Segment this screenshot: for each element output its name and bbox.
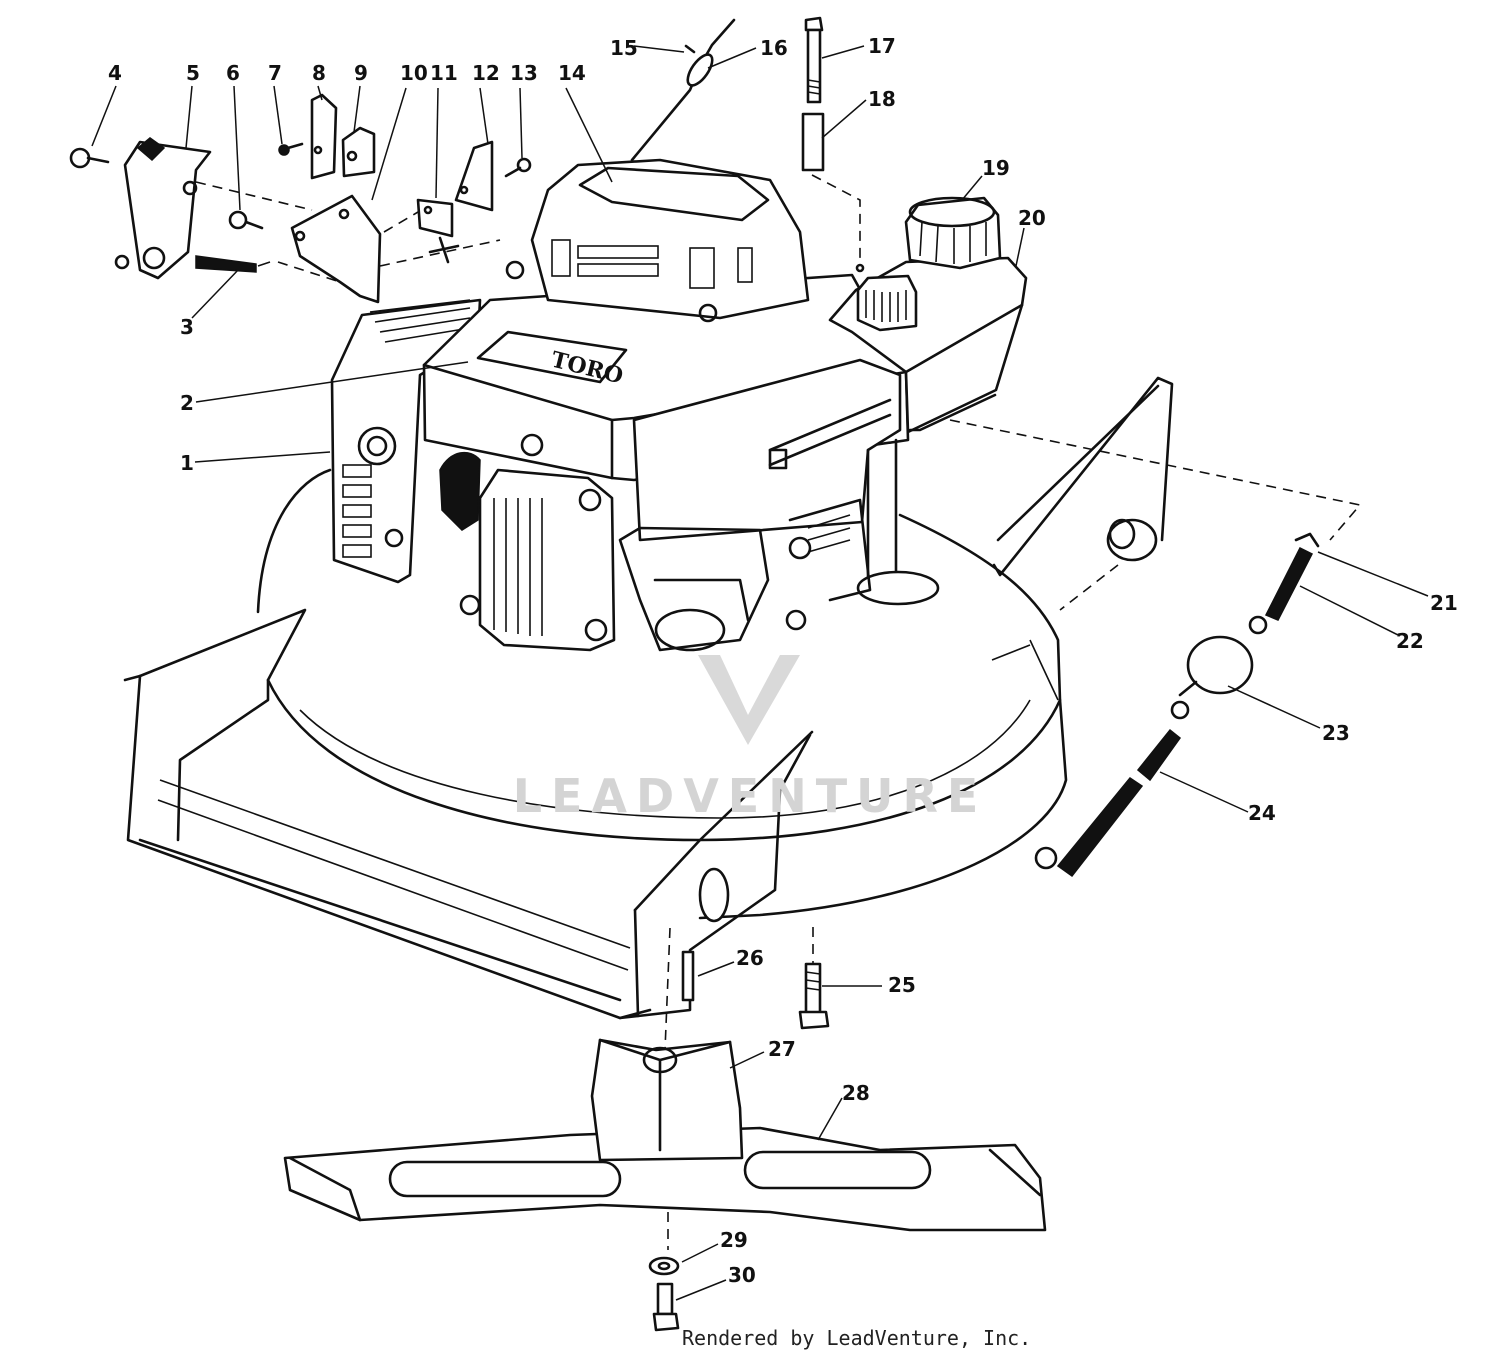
throttle-parts [69, 93, 532, 304]
part-label-12: 12 [472, 61, 500, 85]
part-label-11: 11 [430, 61, 458, 85]
part-label-10: 10 [400, 61, 428, 85]
part-label-25: 25 [888, 973, 916, 997]
part-label-5: 5 [186, 61, 200, 85]
fuel-line-parts [1034, 532, 1320, 878]
part-label-23: 23 [1322, 721, 1350, 745]
cable-and-dipstick [630, 16, 865, 273]
part-label-7: 7 [268, 61, 282, 85]
part-label-16: 16 [760, 36, 788, 60]
part-label-15: 15 [610, 36, 638, 60]
leader-lines [91, 45, 1429, 1301]
mower-deck [123, 376, 1362, 1250]
part-label-1: 1 [180, 451, 194, 475]
part-label-20: 20 [1018, 206, 1046, 230]
part-label-14: 14 [558, 61, 586, 85]
engine: TORO [330, 158, 1028, 652]
part-label-24: 24 [1248, 801, 1276, 825]
part-label-4: 4 [108, 61, 122, 85]
blade-assembly [283, 950, 1047, 1332]
part-label-28: 28 [842, 1081, 870, 1105]
part-label-30: 30 [728, 1263, 756, 1287]
part-label-26: 26 [736, 946, 764, 970]
part-label-9: 9 [354, 61, 368, 85]
watermark-text: LEADVENTURE [513, 769, 988, 823]
part-label-8: 8 [312, 61, 326, 85]
part-label-3: 3 [180, 315, 194, 339]
watermark: LEADVENTURE [513, 655, 988, 823]
part-label-21: 21 [1430, 591, 1458, 615]
part-label-29: 29 [720, 1228, 748, 1252]
credit-text: Rendered by LeadVenture, Inc. [682, 1326, 1031, 1350]
part-label-2: 2 [180, 391, 194, 415]
part-label-19: 19 [982, 156, 1010, 180]
part-label-13: 13 [510, 61, 538, 85]
part-label-6: 6 [226, 61, 240, 85]
part-label-22: 22 [1396, 629, 1424, 653]
part-label-17: 17 [868, 34, 896, 58]
part-label-18: 18 [868, 87, 896, 111]
part-label-27: 27 [768, 1037, 796, 1061]
